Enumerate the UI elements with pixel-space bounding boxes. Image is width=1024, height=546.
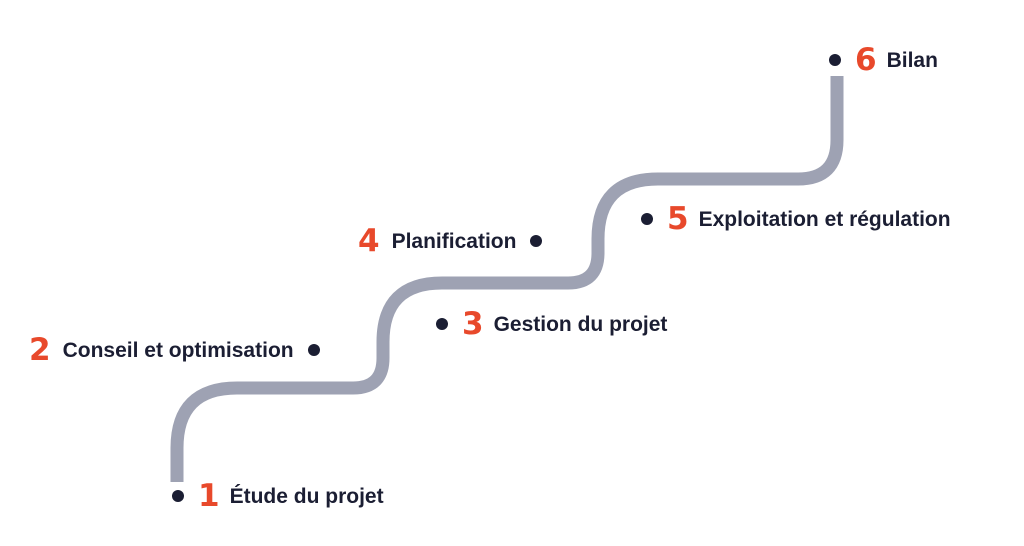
step-2: 2 Conseil et optimisation: [29, 330, 320, 370]
step-4-dot: [530, 235, 543, 247]
step-3: 3 Gestion du projet: [436, 304, 667, 344]
step-6-dot: [829, 54, 841, 66]
step-3-number: 3: [462, 305, 484, 342]
step-2-dot: [307, 344, 320, 356]
step-4: 4 Planification: [358, 221, 543, 261]
step-5-number: 5: [667, 200, 689, 237]
step-1-label: Étude du projet: [229, 484, 384, 508]
step-1-number: 1: [198, 477, 220, 514]
step-6: 6 Bilan: [829, 40, 938, 80]
step-6-label: Bilan: [886, 48, 938, 72]
step-1-dot: [172, 490, 184, 502]
step-5-dot: [641, 213, 653, 225]
step-1: 1 Étude du projet: [172, 476, 384, 516]
staircase-path: [170, 76, 844, 482]
step-6-number: 6: [855, 41, 877, 78]
step-3-dot: [436, 318, 448, 330]
step-2-number: 2: [29, 331, 51, 368]
step-5-label: Exploitation et régulation: [698, 207, 951, 231]
step-4-label: Planification: [391, 229, 517, 253]
step-5: 5 Exploitation et régulation: [641, 199, 951, 239]
step-2-label: Conseil et optimisation: [62, 338, 294, 362]
step-4-number: 4: [358, 222, 380, 259]
step-3-label: Gestion du projet: [493, 312, 668, 336]
